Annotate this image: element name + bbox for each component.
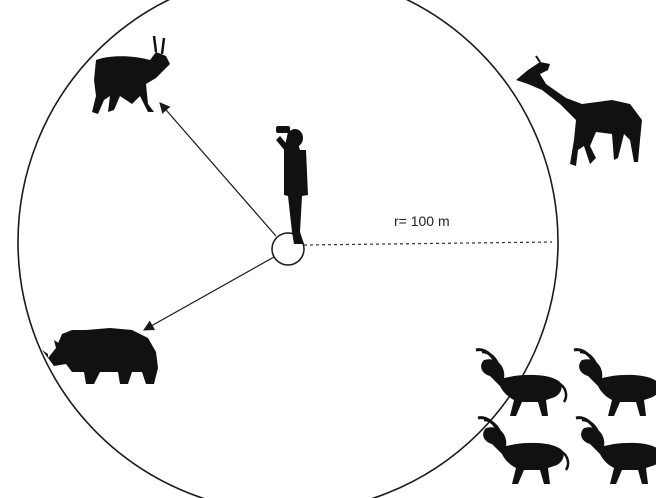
giraffe-icon (516, 56, 642, 166)
eland-antelope-icon (92, 36, 170, 114)
rhinoceros-icon (42, 328, 158, 384)
arrow-to-rhino (144, 257, 274, 330)
radius-line (304, 242, 552, 245)
radius-label: r= 100 m (394, 213, 450, 229)
arrow-to-eland (160, 103, 276, 236)
person-with-binoculars-icon (276, 126, 308, 244)
sable-antelope-icon (476, 350, 656, 484)
